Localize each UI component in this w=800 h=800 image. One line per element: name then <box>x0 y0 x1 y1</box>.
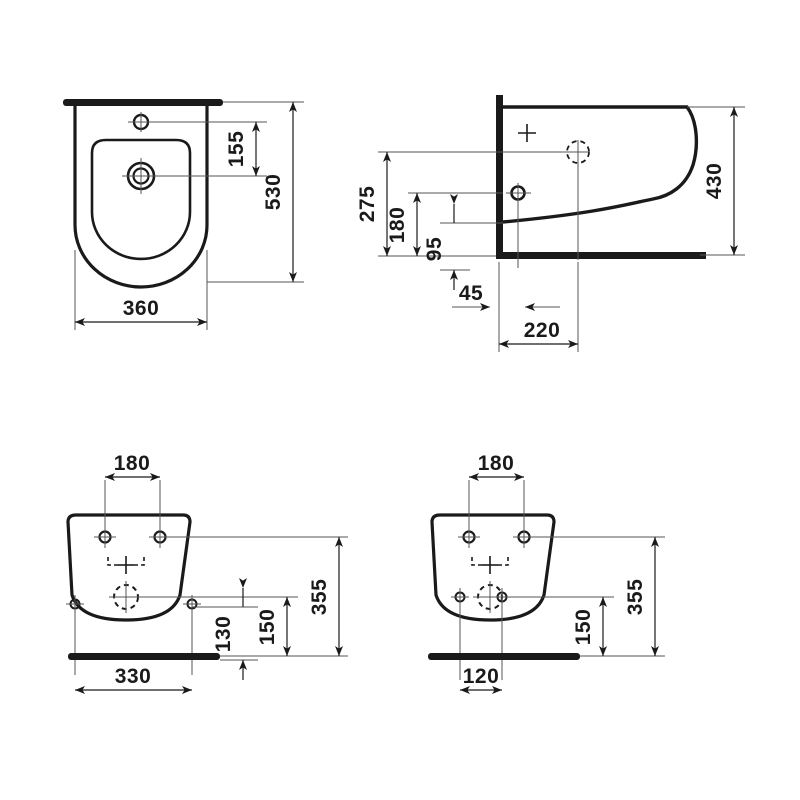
view-side: 430 275 180 95 45 220 <box>356 95 745 352</box>
rear-floor-bar <box>428 653 580 660</box>
dim-label-355-front: 355 <box>308 579 331 616</box>
dim-label-95: 95 <box>423 237 446 261</box>
dim-label-120: 120 <box>463 665 500 688</box>
front-bracket-right <box>183 595 201 675</box>
dim-label-180-rear: 180 <box>478 452 515 475</box>
dim-label-430: 430 <box>703 163 726 200</box>
front-bowl-outline <box>66 513 192 622</box>
dim-label-155: 155 <box>225 131 248 168</box>
rear-center-marker <box>471 556 509 574</box>
rear-bolt-hole-left <box>451 588 469 680</box>
view-front: 180 355 150 130 330 <box>66 452 348 694</box>
dim-label-330: 330 <box>115 665 152 688</box>
center-cross-marker <box>518 124 536 142</box>
rear-fixing-hole-left <box>458 526 480 548</box>
dim-label-355-rear: 355 <box>624 579 647 616</box>
front-bracket-left <box>66 595 84 675</box>
dim-label-275: 275 <box>356 186 379 223</box>
dim-label-150-front: 150 <box>256 609 279 646</box>
top-outer-outline <box>73 106 209 289</box>
side-bowl-profile <box>502 105 699 224</box>
hidden-outlet-marker <box>566 140 590 260</box>
dim-label-220: 220 <box>524 319 561 342</box>
view-top: 155 530 360 <box>63 99 304 330</box>
top-inner-bowl <box>90 138 192 261</box>
dim-label-130: 130 <box>212 616 235 653</box>
dim-label-360: 360 <box>123 297 160 320</box>
front-floor-bar <box>68 653 220 660</box>
front-center-marker <box>107 556 145 574</box>
view-rear: 180 355 150 120 <box>428 452 665 694</box>
dim-label-530: 530 <box>262 174 285 211</box>
dim-label-45: 45 <box>459 282 483 305</box>
side-wall-line <box>496 95 503 259</box>
top-wall-bar <box>63 99 223 106</box>
side-floor-line <box>496 252 706 259</box>
dim-label-150-rear: 150 <box>572 609 595 646</box>
dim-label-180-side: 180 <box>386 207 409 244</box>
rear-bowl-outline <box>430 513 556 622</box>
dim-label-180-front: 180 <box>114 452 151 475</box>
tap-hole-side <box>506 183 531 268</box>
